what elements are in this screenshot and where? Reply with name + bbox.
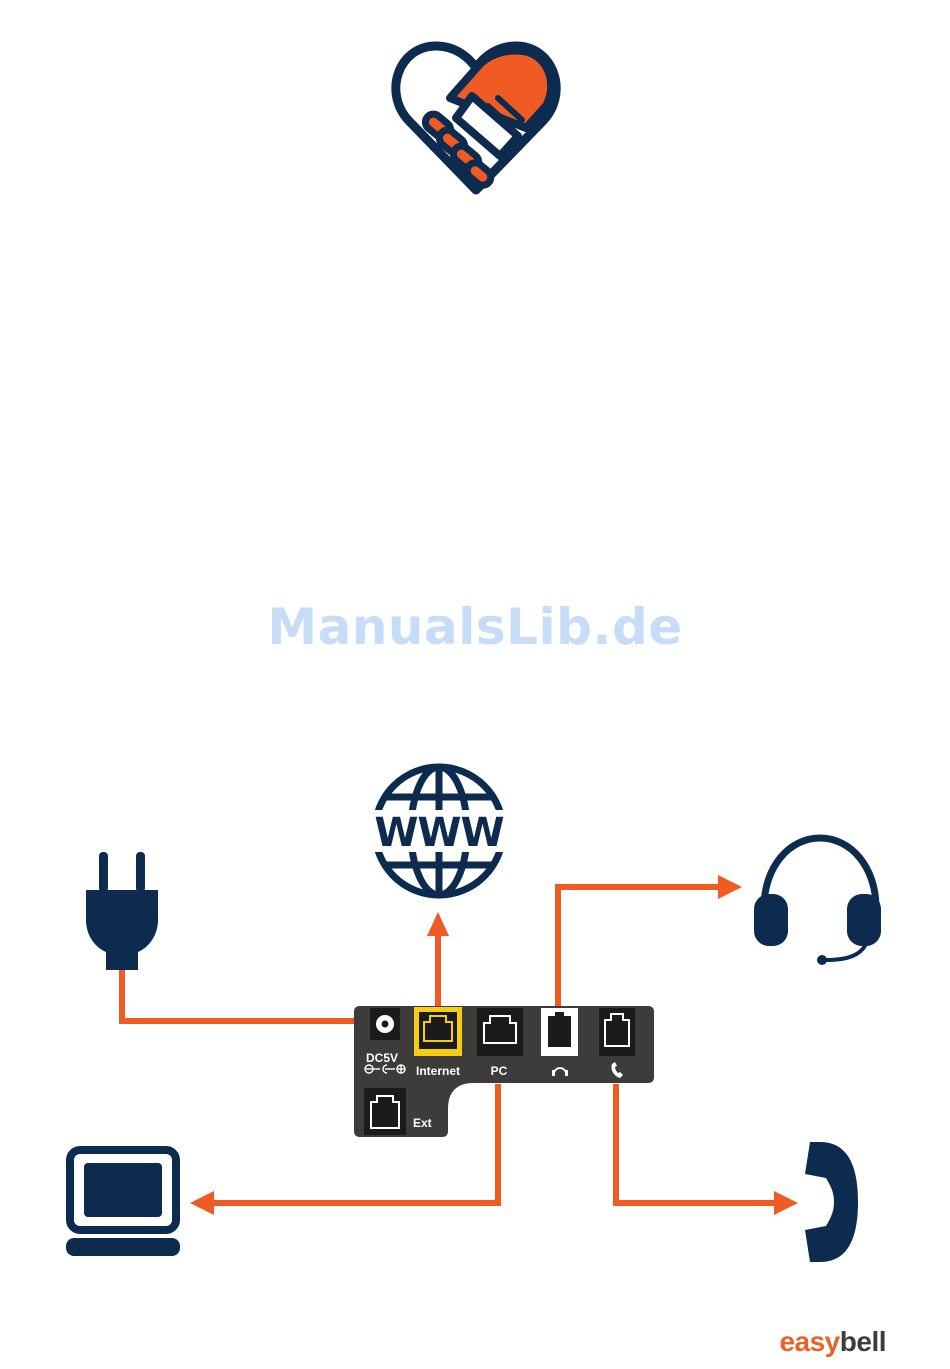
globe-text: WWW: [374, 810, 503, 856]
phone-cable-line: [616, 1084, 778, 1203]
ext-port: [364, 1088, 406, 1135]
headset-arrow: [718, 875, 742, 899]
brand-part-easy: easy: [779, 1326, 839, 1357]
dc-power-port: [370, 1008, 400, 1040]
brand-part-bell: bell: [840, 1326, 886, 1357]
internet-port-label: Internet: [416, 1064, 460, 1078]
pc-arrow: [190, 1191, 214, 1215]
globe-www-icon: WWW: [366, 767, 512, 895]
pc-port: [477, 1008, 523, 1056]
internet-port: [414, 1007, 462, 1056]
power-port-label: DC5V: [366, 1051, 398, 1065]
headset-icon: [754, 838, 881, 965]
device-panel: DC5V Internet PC: [354, 1006, 654, 1137]
ext-port-label: Ext: [413, 1116, 432, 1130]
phone-arrow: [774, 1191, 798, 1215]
phone-port: [599, 1008, 635, 1056]
power-cable-line: [122, 968, 372, 1021]
headset-cable-line: [558, 887, 722, 1008]
easybell-logo: easybell: [779, 1326, 886, 1358]
headset-port: [541, 1008, 578, 1056]
internet-arrow: [427, 912, 449, 936]
power-plug-icon: [86, 852, 158, 970]
pc-port-label: PC: [491, 1064, 508, 1078]
phone-handset-icon: [805, 1142, 858, 1262]
computer-monitor-icon: [66, 1150, 180, 1256]
